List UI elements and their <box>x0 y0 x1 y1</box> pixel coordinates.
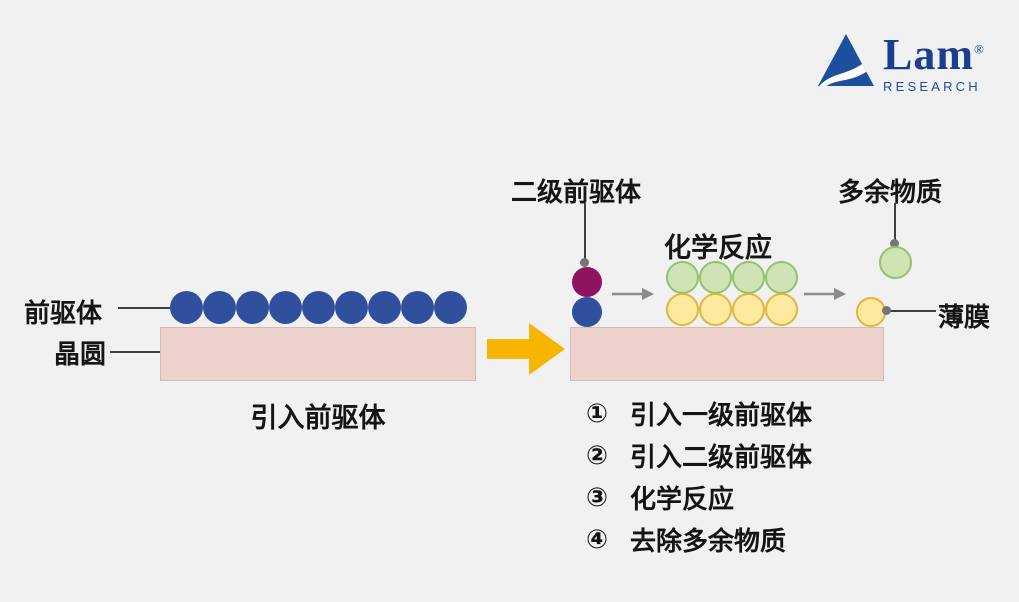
left-caption: 引入前驱体 <box>250 403 386 433</box>
step-number: ③ <box>586 481 609 512</box>
step-number: ① <box>586 397 609 428</box>
step-number: ④ <box>586 523 609 554</box>
precursor-molecule <box>368 291 401 324</box>
precursor-molecule <box>203 291 236 324</box>
step-arrow-1-icon <box>612 288 654 300</box>
step-number: ② <box>586 439 609 470</box>
excess-label: 多余物质 <box>838 177 943 207</box>
reaction-product-molecule <box>732 261 765 294</box>
excess-connector-dot <box>890 239 899 248</box>
reaction-product-molecule <box>765 261 798 294</box>
excess-connector-line <box>894 203 896 243</box>
process-steps-list: ① 引入一级前驱体 ② 引入二级前驱体 ③ 化学反应 ④ 去除多余物质 <box>586 392 812 560</box>
reaction-product-molecule <box>699 261 732 294</box>
precursor-label: 前驱体 <box>24 298 103 328</box>
film-layer-molecule <box>765 293 798 326</box>
reaction-label: 化学反应 <box>664 233 772 263</box>
reaction-yellow-row <box>666 293 798 326</box>
secondary-precursor-molecule <box>572 267 602 297</box>
logo-wordmark: Lam® RESEARCH <box>883 33 985 94</box>
wafer-label: 晶圆 <box>54 339 107 369</box>
logo-brand-word: Lam <box>883 30 974 79</box>
logo-brand-text: Lam® <box>883 33 985 77</box>
lam-logo-triangle-icon <box>818 34 874 86</box>
step-item-2: ② 引入二级前驱体 <box>586 434 812 476</box>
excess-molecule <box>879 246 912 279</box>
wafer-connector-line <box>110 351 176 353</box>
step-text: 去除多余物质 <box>630 525 787 556</box>
primary-precursor-molecule <box>572 297 602 327</box>
step-item-1: ① 引入一级前驱体 <box>586 392 812 434</box>
step-text: 引入一级前驱体 <box>630 399 813 430</box>
process-arrow <box>487 323 565 375</box>
step-item-4: ④ 去除多余物质 <box>586 518 812 560</box>
wafer-left <box>160 327 476 381</box>
film-molecule <box>856 297 886 327</box>
precursor-molecule <box>335 291 368 324</box>
film-layer-molecule <box>666 293 699 326</box>
film-connector-line <box>886 310 936 312</box>
precursor-molecule <box>170 291 203 324</box>
step-arrow-2-icon <box>804 288 846 300</box>
precursor-molecule <box>434 291 467 324</box>
film-layer-molecule <box>732 293 765 326</box>
secondary-precursor-label: 二级前驱体 <box>511 177 642 207</box>
registered-mark: ® <box>974 41 985 57</box>
logo-subbrand-text: RESEARCH <box>883 78 981 94</box>
reaction-product-molecule <box>666 261 699 294</box>
precursor-molecule <box>302 291 335 324</box>
secondary-connector-line <box>584 203 586 261</box>
film-connector-dot <box>882 306 891 315</box>
precursor-connector-line <box>118 307 180 309</box>
step-text: 引入二级前驱体 <box>630 441 813 472</box>
film-label: 薄膜 <box>938 302 991 332</box>
film-layer-molecule <box>699 293 732 326</box>
precursor-molecule <box>269 291 302 324</box>
precursor-row <box>170 291 467 324</box>
secondary-connector-dot <box>580 258 589 267</box>
precursor-molecule <box>401 291 434 324</box>
step-text: 化学反应 <box>630 483 735 514</box>
wafer-right <box>570 327 884 381</box>
reaction-green-row <box>666 261 798 294</box>
step-item-3: ③ 化学反应 <box>586 476 812 518</box>
precursor-molecule <box>236 291 269 324</box>
lam-research-logo: Lam® RESEARCH <box>818 33 985 94</box>
